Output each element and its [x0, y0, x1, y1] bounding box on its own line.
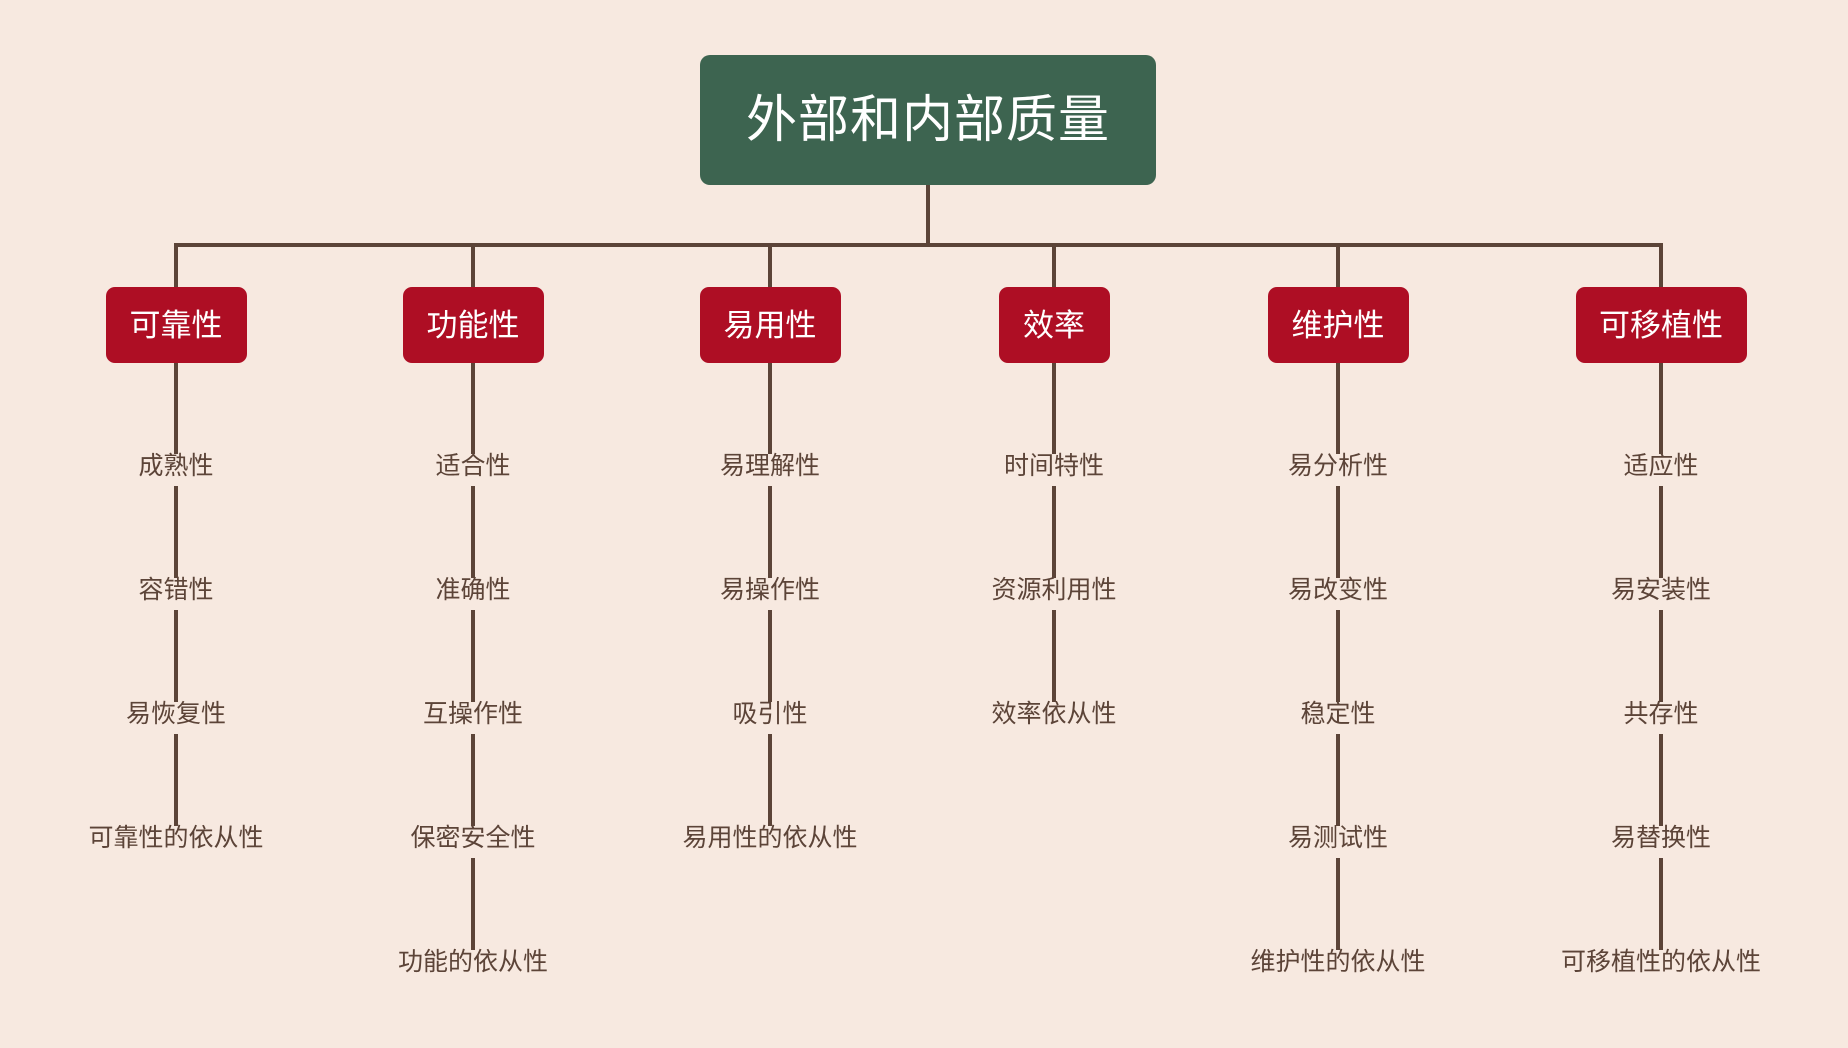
connector-leaf-stem	[471, 610, 475, 702]
category-node-5[interactable]: 维护性	[1267, 287, 1409, 363]
category-node-2[interactable]: 功能性	[402, 287, 544, 363]
leaf-node-1-2[interactable]: 容错性	[138, 576, 214, 604]
leaf-node-3-1[interactable]: 易理解性	[719, 452, 821, 480]
connector-category-stem	[1659, 245, 1663, 287]
connector-leaf-stem	[1659, 858, 1663, 950]
category-node-label: 可靠性	[129, 307, 223, 343]
category-node-label: 功能性	[426, 307, 520, 343]
connector-leaf-stem	[768, 734, 772, 826]
connector-leaf-stem	[471, 858, 475, 950]
leaf-node-5-4[interactable]: 易测试性	[1287, 824, 1389, 852]
root-node[interactable]: 外部和内部质量	[700, 55, 1156, 185]
leaf-node-2-2[interactable]: 准确性	[435, 576, 511, 604]
category-node-label: 易用性	[723, 307, 817, 343]
connector-leaf-stem	[1052, 610, 1056, 702]
connector-bus	[174, 243, 1663, 247]
leaf-node-6-1[interactable]: 适应性	[1623, 452, 1699, 480]
leaf-node-6-3[interactable]: 共存性	[1623, 700, 1699, 728]
connector-leaf-stem	[1336, 858, 1340, 950]
leaf-node-4-3[interactable]: 效率依从性	[991, 700, 1117, 728]
root-node-label: 外部和内部质量	[745, 90, 1110, 148]
leaf-node-2-4[interactable]: 保密安全性	[410, 824, 536, 852]
connector-leaf-stem	[471, 734, 475, 826]
leaf-node-1-3[interactable]: 易恢复性	[125, 700, 227, 728]
connector-leaf-stem	[1336, 734, 1340, 826]
connector-category-stem	[1052, 245, 1056, 287]
connector-leaf-stem	[471, 363, 475, 454]
connector-root-stem	[926, 185, 930, 245]
leaf-node-2-1[interactable]: 适合性	[435, 452, 511, 480]
leaf-node-4-2[interactable]: 资源利用性	[991, 576, 1117, 604]
connector-leaf-stem	[1659, 610, 1663, 702]
connector-leaf-stem	[174, 363, 178, 454]
leaf-node-2-5[interactable]: 功能的依从性	[397, 948, 549, 976]
leaf-node-6-5[interactable]: 可移植性的依从性	[1560, 948, 1762, 976]
leaf-node-1-4[interactable]: 可靠性的依从性	[88, 824, 264, 852]
connector-category-stem	[1336, 245, 1340, 287]
category-node-3[interactable]: 易用性	[699, 287, 841, 363]
connector-leaf-stem	[1052, 363, 1056, 454]
connector-leaf-stem	[1052, 486, 1056, 578]
category-node-1[interactable]: 可靠性	[105, 287, 247, 363]
connector-leaf-stem	[1659, 734, 1663, 826]
leaf-node-1-1[interactable]: 成熟性	[138, 452, 214, 480]
category-node-4[interactable]: 效率	[998, 287, 1110, 363]
leaf-node-5-1[interactable]: 易分析性	[1287, 452, 1389, 480]
connector-leaf-stem	[768, 486, 772, 578]
connector-leaf-stem	[768, 610, 772, 702]
leaf-node-4-1[interactable]: 时间特性	[1003, 452, 1105, 480]
category-node-6[interactable]: 可移植性	[1575, 287, 1747, 363]
leaf-node-3-4[interactable]: 易用性的依从性	[682, 824, 858, 852]
category-node-label: 可移植性	[1599, 307, 1723, 343]
connector-leaf-stem	[1336, 486, 1340, 578]
leaf-node-2-3[interactable]: 互操作性	[422, 700, 524, 728]
connector-category-stem	[768, 245, 772, 287]
connector-category-stem	[471, 245, 475, 287]
connector-leaf-stem	[174, 486, 178, 578]
category-node-label: 效率	[1023, 307, 1085, 343]
connector-category-stem	[174, 245, 178, 287]
leaf-node-3-3[interactable]: 吸引性	[732, 700, 808, 728]
connector-leaf-stem	[1336, 363, 1340, 454]
leaf-node-6-4[interactable]: 易替换性	[1610, 824, 1712, 852]
category-node-label: 维护性	[1291, 307, 1385, 343]
leaf-node-5-3[interactable]: 稳定性	[1300, 700, 1376, 728]
leaf-node-6-2[interactable]: 易安装性	[1610, 576, 1712, 604]
connector-leaf-stem	[1659, 486, 1663, 578]
leaf-node-5-2[interactable]: 易改变性	[1287, 576, 1389, 604]
connector-leaf-stem	[768, 363, 772, 454]
connector-leaf-stem	[1336, 610, 1340, 702]
leaf-node-3-2[interactable]: 易操作性	[719, 576, 821, 604]
leaf-node-5-5[interactable]: 维护性的依从性	[1250, 948, 1426, 976]
connector-leaf-stem	[471, 486, 475, 578]
connector-leaf-stem	[174, 734, 178, 826]
connector-leaf-stem	[174, 610, 178, 702]
connector-leaf-stem	[1659, 363, 1663, 454]
